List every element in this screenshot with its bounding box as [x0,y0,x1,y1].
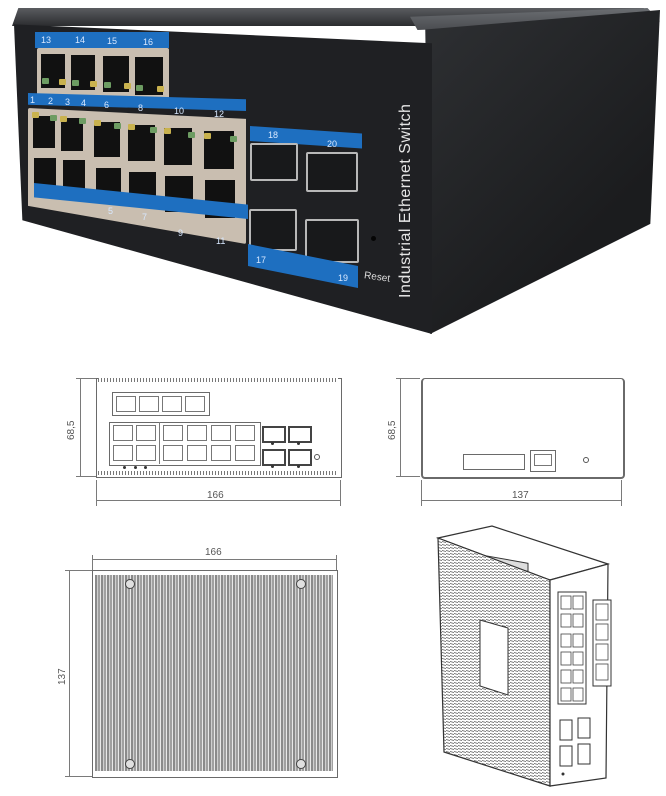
chassis-side-panel [425,10,660,334]
product-label: Industrial Ethernet Switch [397,103,414,298]
reset-button[interactable] [371,236,376,241]
product-photo: 13 14 15 16 1 2 3 4 6 8 10 12 [0,0,666,340]
sfp-port-20[interactable] [306,152,358,192]
port-label-5: 5 [108,206,114,216]
port-label-4: 4 [81,98,87,108]
port-label-2: 2 [48,96,54,106]
rj45-port[interactable] [33,116,55,148]
sfp-label-17: 17 [256,255,267,265]
port-label-11: 11 [216,236,226,246]
front-width-dim: 166 [207,490,224,501]
port-label-14: 14 [75,35,86,45]
sfp-port-17[interactable] [249,209,297,251]
port-label-3: 3 [65,97,71,107]
top-height-dim: 137 [57,668,68,685]
front-height-dim: 68,5 [66,420,77,440]
port-label-1: 1 [30,95,36,105]
top-view-drawing: 166 137 [55,545,350,785]
sfp-port-19[interactable] [305,219,359,263]
port-label-7: 7 [142,212,148,222]
terminal-block [463,454,525,470]
rj45-port[interactable] [164,128,192,165]
port-label-9: 9 [178,228,184,238]
port-label-15: 15 [107,36,118,46]
top-rj45-block [37,48,169,102]
rj45-port[interactable] [34,158,56,188]
rj45-port[interactable] [63,160,85,190]
sfp-label-20: 20 [327,139,338,149]
top-width-dim: 166 [205,547,222,558]
side-view-drawing: 68,5 137 [385,372,645,507]
sfp-top-label-strip [250,126,362,149]
port-label-6: 6 [104,100,110,110]
sfp-label-19: 19 [338,273,349,283]
isometric-switch-icon [435,525,612,787]
port-label-13: 13 [41,35,52,45]
sfp-port-18[interactable] [250,143,298,181]
port-label-8: 8 [138,103,144,113]
heatsink-fins [95,575,333,771]
top-port-label-strip: 13 14 15 16 [35,32,169,48]
port-label-16: 16 [143,37,154,47]
rj45-port[interactable] [61,118,83,151]
port-label-10: 10 [174,106,185,116]
port-label-12: 12 [214,109,225,119]
isometric-drawing [430,520,655,790]
side-width-dim: 137 [512,490,529,501]
side-height-dim: 68,5 [387,420,398,440]
front-view-drawing: 68,5 166 [60,372,350,507]
sfp-label-18: 18 [268,130,279,140]
